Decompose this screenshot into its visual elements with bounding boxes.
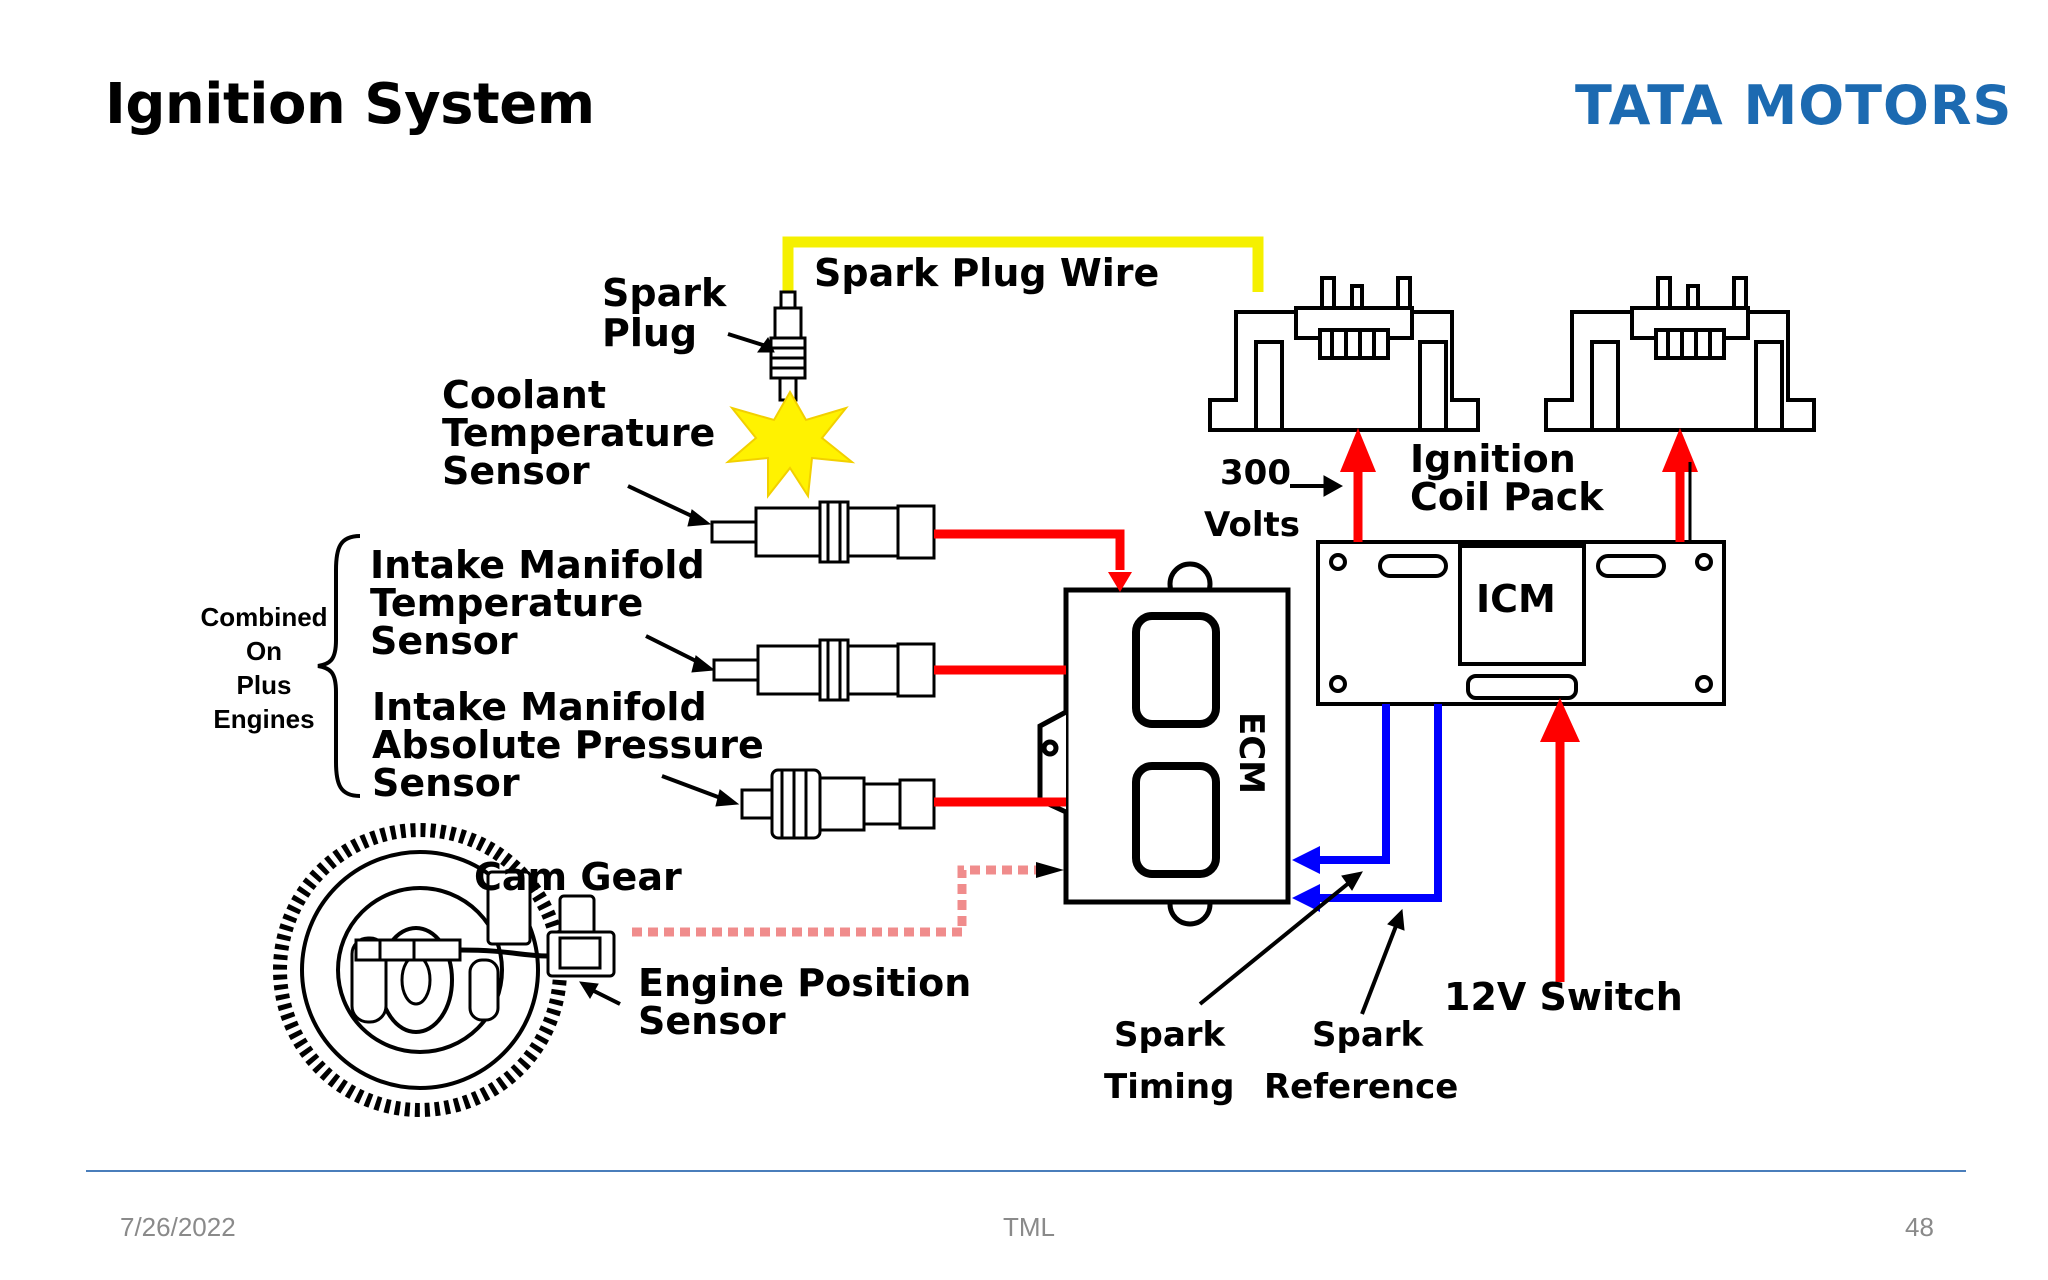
combined-bracket [317, 534, 361, 798]
footer-center-text: TML [1003, 1212, 1055, 1242]
spark-timing-label-line1: Spark [1114, 1015, 1227, 1055]
combined-note-line4: Engines [213, 704, 314, 734]
spark-plug-icon [769, 290, 807, 402]
intake-manifold-temperature-sensor-icon [712, 638, 936, 702]
spark-plug-wire-label: Spark Plug Wire [814, 251, 1159, 295]
coil-pack-label-line1: Ignition [1410, 437, 1576, 481]
ignition-coil-right [1544, 276, 1816, 432]
map-label-line2: Absolute Pressure [372, 723, 764, 767]
combined-note-line2: On [246, 636, 282, 666]
coolant-label-line3: Sensor [442, 449, 590, 493]
map-label-line1: Intake Manifold [372, 685, 707, 729]
ignition-coil-left [1208, 276, 1480, 432]
volts-label: Volts [1204, 505, 1300, 545]
spark-plug-wire [782, 236, 1264, 292]
spark-flash-icon [724, 389, 856, 499]
coolant-temperature-sensor-icon [710, 500, 936, 564]
map-label-line3: Sensor [372, 761, 520, 805]
spark-plug-label-line1: Spark [602, 271, 727, 315]
engine-position-arrowhead [1036, 862, 1064, 878]
ecm-label: ECM [1231, 712, 1271, 794]
volts-value-label: 300 [1220, 453, 1291, 493]
footer-page-number: 48 [1905, 1212, 1934, 1242]
leader-arrows [579, 332, 1405, 1015]
signal-arrowheads [1292, 846, 1320, 912]
combined-note-line1: Combined [200, 602, 327, 632]
tata-motors-logo: TATA MOTORS [1575, 74, 2013, 137]
iat-label-line1: Intake Manifold [370, 543, 705, 587]
ecm-module [1037, 561, 1291, 927]
engine-position-label-line1: Engine Position [638, 961, 971, 1005]
footer-date: 7/26/2022 [120, 1212, 236, 1242]
switch-12v-label: 12V Switch [1444, 975, 1683, 1019]
slide-title: Ignition System [105, 72, 595, 137]
engine-position-label-line2: Sensor [638, 999, 786, 1043]
iat-label-line2: Temperature [370, 581, 643, 625]
signal-wires [1316, 704, 1442, 902]
absolute-pressure-sensor-icon [740, 768, 936, 840]
spark-reference-label-line2: Reference [1264, 1067, 1458, 1107]
spark-plug-label-line2: Plug [602, 311, 697, 355]
power-wires [934, 470, 1685, 982]
engine-position-signal-wire [632, 865, 1040, 937]
power-arrowheads [1108, 428, 1698, 742]
coolant-label-line1: Coolant [442, 373, 606, 417]
spark-timing-label-line2: Timing [1104, 1067, 1234, 1107]
engine-position-sensor-icon [354, 930, 616, 978]
footer-divider [86, 1170, 1966, 1172]
icm-module [1316, 540, 1726, 706]
spark-reference-label-line1: Spark [1312, 1015, 1425, 1055]
cam-gear-label: Cam Gear [474, 855, 682, 899]
icm-label: ICM [1476, 577, 1556, 621]
iat-label-line3: Sensor [370, 619, 518, 663]
coil-pack-label-line2: Coil Pack [1410, 475, 1604, 519]
combined-note-line3: Plus [237, 670, 292, 700]
coolant-label-line2: Temperature [442, 411, 715, 455]
